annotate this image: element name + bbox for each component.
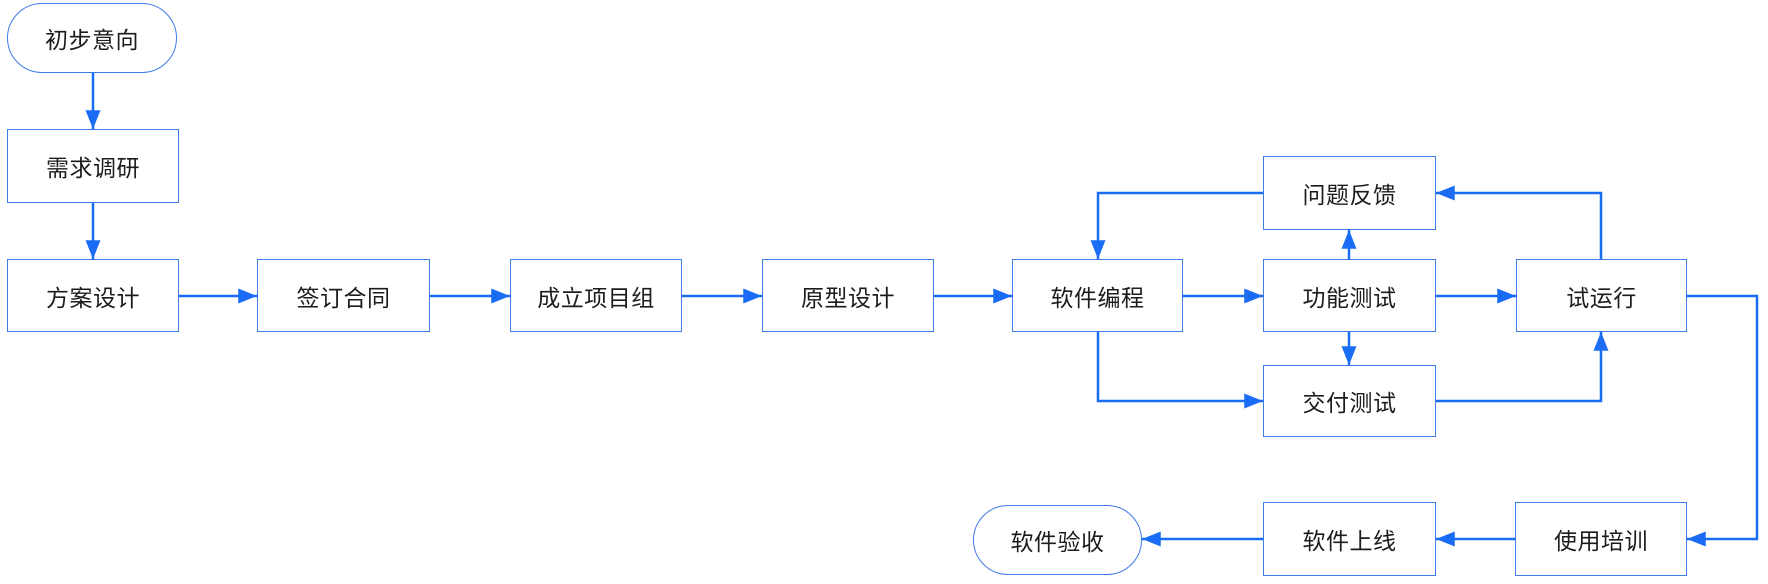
node-label: 签订合同 — [296, 284, 391, 311]
node-contract-signing[interactable]: 签订合同 — [257, 259, 430, 332]
node-label: 初步意向 — [45, 27, 139, 53]
node-label: 成立项目组 — [537, 284, 655, 311]
node-functional-testing[interactable]: 功能测试 — [1263, 259, 1436, 332]
node-label: 方案设计 — [46, 284, 140, 311]
node-label: 需求调研 — [46, 155, 140, 181]
edge-trial-to-feedback — [1436, 185, 1603, 259]
node-label: 使用培训 — [1554, 528, 1648, 554]
node-label: 原型设计 — [801, 284, 895, 311]
node-label: 试运行 — [1566, 284, 1637, 311]
edge-programming-to-delivery — [1096, 332, 1263, 409]
node-project-team-setup[interactable]: 成立项目组 — [510, 259, 682, 332]
node-solution-design[interactable]: 方案设计 — [7, 259, 179, 332]
node-software-programming[interactable]: 软件编程 — [1012, 259, 1183, 332]
edge-delivery-to-trial — [1436, 332, 1609, 403]
node-label: 问题反馈 — [1302, 182, 1397, 208]
node-label: 交付测试 — [1302, 390, 1397, 416]
node-usage-training[interactable]: 使用培训 — [1515, 502, 1687, 576]
node-trial-run[interactable]: 试运行 — [1516, 259, 1687, 332]
node-label: 功能测试 — [1302, 284, 1397, 311]
node-label: 软件上线 — [1302, 528, 1397, 554]
node-label: 软件验收 — [1010, 529, 1105, 555]
node-label: 软件编程 — [1050, 284, 1145, 311]
node-software-launch[interactable]: 软件上线 — [1263, 502, 1436, 576]
edge-trial-to-training — [1687, 294, 1759, 547]
node-problem-feedback[interactable]: 问题反馈 — [1263, 156, 1436, 230]
node-initial-intent[interactable]: 初步意向 — [7, 3, 177, 73]
node-prototype-design[interactable]: 原型设计 — [762, 259, 934, 332]
node-delivery-testing[interactable]: 交付测试 — [1263, 365, 1436, 437]
node-requirements-research[interactable]: 需求调研 — [7, 129, 179, 203]
node-software-acceptance[interactable]: 软件验收 — [973, 505, 1142, 575]
edge-feedback-to-programming — [1090, 191, 1263, 259]
